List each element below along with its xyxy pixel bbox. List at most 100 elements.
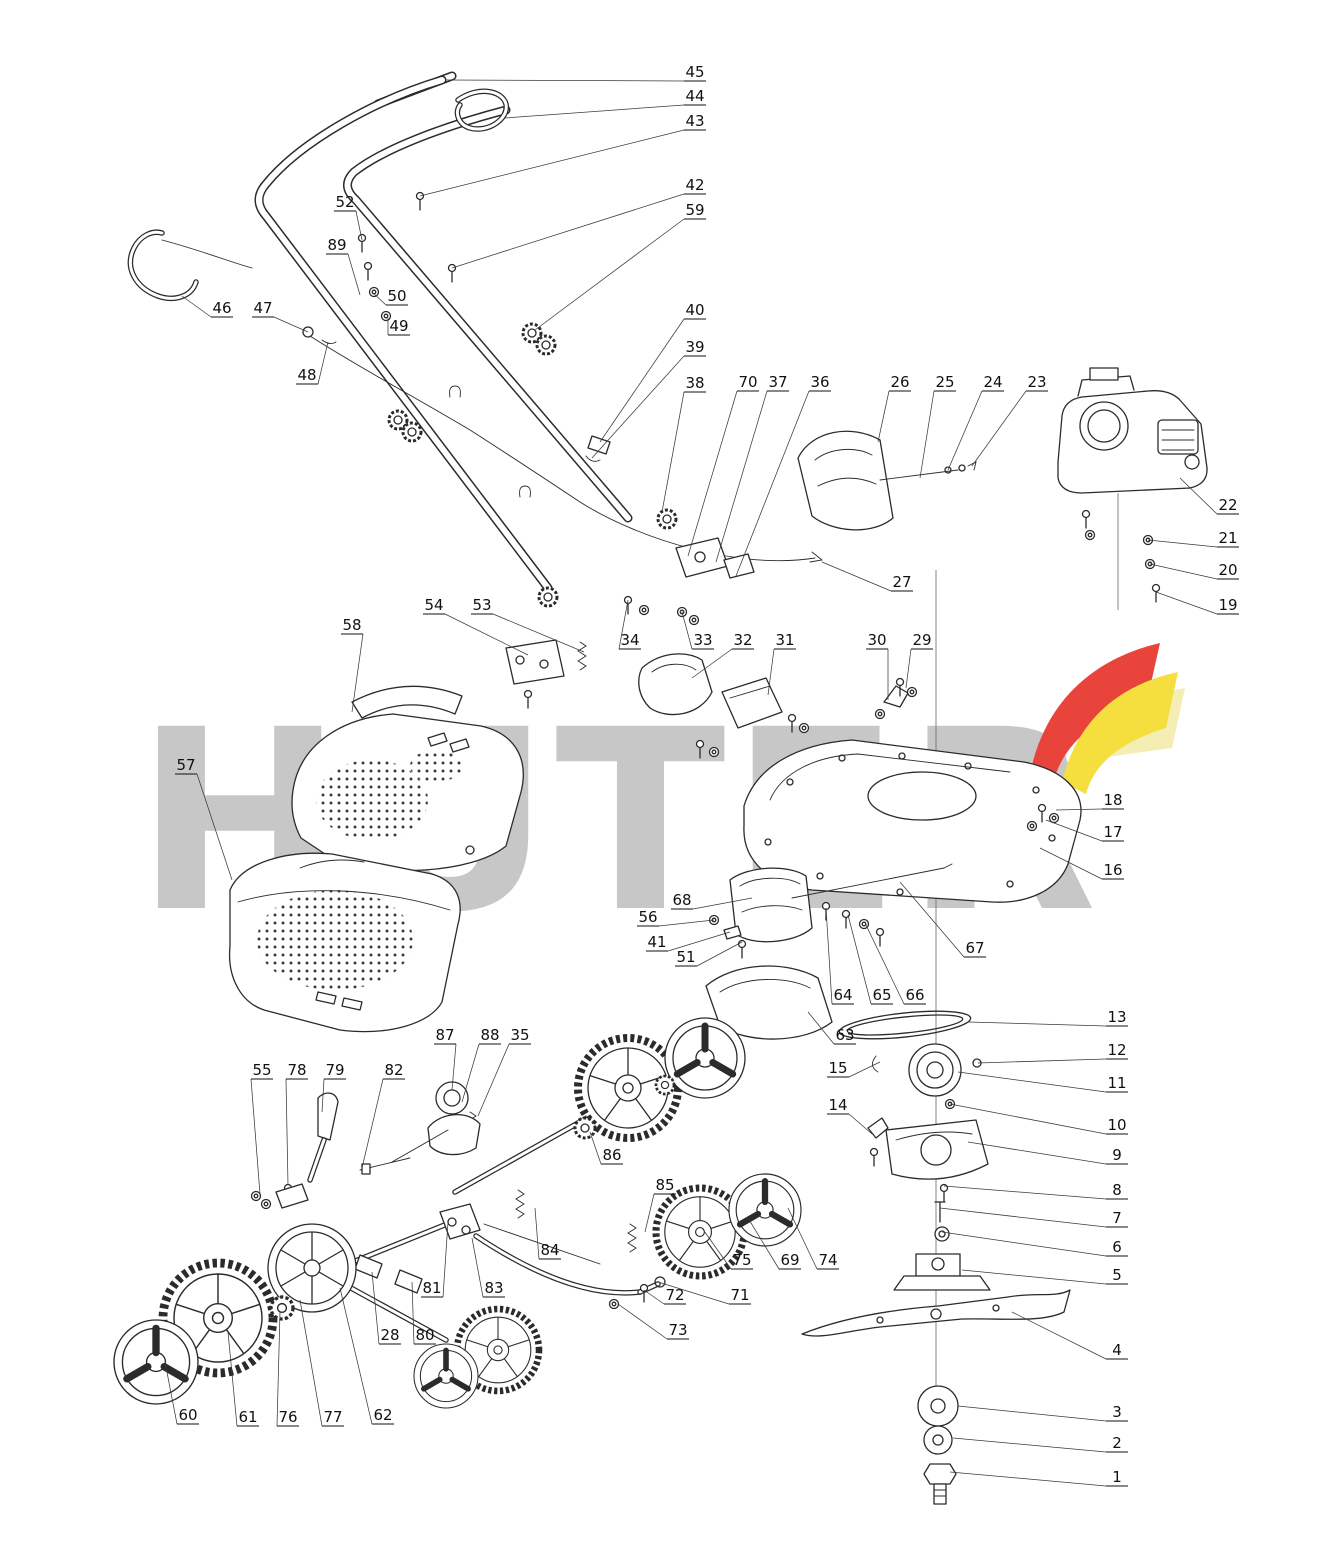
part-label-6: 6	[1112, 1238, 1122, 1256]
leader-line-18	[1055, 808, 1103, 811]
part-label-89: 89	[327, 236, 346, 254]
part-label-31: 31	[775, 631, 794, 649]
leader-line-76	[276, 1311, 281, 1427]
leader-line-16	[1039, 847, 1103, 880]
leader-line-84	[534, 1207, 540, 1260]
part-label-36: 36	[810, 373, 829, 391]
part-label-76: 76	[278, 1408, 297, 1426]
part-label-35: 35	[510, 1026, 529, 1044]
part-label-45: 45	[685, 63, 704, 81]
part-label-57: 57	[176, 756, 195, 774]
part-label-7: 7	[1112, 1209, 1122, 1227]
leader-line-21	[1147, 539, 1218, 548]
leader-line-33	[681, 611, 693, 650]
leader-line-23	[971, 390, 1027, 467]
leader-line-88	[461, 1043, 480, 1103]
leader-line-19	[1155, 591, 1218, 615]
part-label-33: 33	[693, 631, 712, 649]
discharge-deflector	[797, 430, 977, 531]
leader-line-51	[696, 941, 743, 967]
leader-line-14	[848, 1113, 873, 1135]
part-label-17: 17	[1103, 823, 1122, 841]
part-label-41: 41	[647, 933, 666, 951]
part-label-88: 88	[480, 1026, 499, 1044]
leader-line-67	[899, 881, 965, 958]
part-label-25: 25	[935, 373, 954, 391]
part-label-62: 62	[373, 1406, 392, 1424]
leader-line-63	[807, 1011, 835, 1045]
leader-line-13	[967, 1021, 1107, 1027]
part-label-56: 56	[638, 908, 657, 926]
part-label-85: 85	[655, 1176, 674, 1194]
part-label-15: 15	[828, 1059, 847, 1077]
part-label-52: 52	[335, 193, 354, 211]
part-label-12: 12	[1107, 1041, 1126, 1059]
leader-line-57	[196, 773, 233, 881]
leader-line-58	[351, 633, 364, 713]
part-label-55: 55	[252, 1061, 271, 1079]
leader-line-32	[691, 648, 733, 679]
leader-line-22	[1179, 477, 1218, 515]
leader-line-2	[952, 1437, 1107, 1453]
leader-line-73	[617, 1303, 668, 1340]
part-label-59: 59	[685, 201, 704, 219]
part-label-4: 4	[1112, 1341, 1122, 1359]
leader-line-20	[1149, 563, 1218, 580]
part-label-29: 29	[912, 631, 931, 649]
leader-line-36	[735, 390, 810, 577]
part-label-50: 50	[387, 287, 406, 305]
leader-line-1	[949, 1471, 1107, 1487]
leader-line-79	[321, 1078, 325, 1113]
part-label-66: 66	[905, 986, 924, 1004]
part-label-54: 54	[424, 596, 443, 614]
part-label-26: 26	[890, 373, 909, 391]
leader-line-74	[787, 1207, 818, 1270]
part-label-8: 8	[1112, 1181, 1122, 1199]
part-label-49: 49	[389, 317, 408, 335]
part-label-21: 21	[1218, 529, 1237, 547]
part-label-72: 72	[665, 1286, 684, 1304]
leader-line-69	[747, 1217, 780, 1270]
mower-deck	[705, 739, 1082, 1040]
axle-assembly	[250, 1081, 666, 1343]
handle-brackets	[505, 537, 918, 759]
part-label-53: 53	[472, 596, 491, 614]
leader-line-48	[317, 341, 329, 385]
part-label-28: 28	[380, 1326, 399, 1344]
leader-line-6	[941, 1231, 1107, 1257]
leader-line-12	[977, 1058, 1107, 1064]
part-label-2: 2	[1112, 1434, 1122, 1452]
leader-line-28	[371, 1271, 380, 1345]
leader-line-9	[967, 1141, 1107, 1165]
part-label-22: 22	[1218, 496, 1237, 514]
leader-line-37	[715, 390, 768, 563]
leader-line-83	[471, 1237, 484, 1298]
leader-line-86	[589, 1131, 602, 1165]
leader-line-89	[347, 253, 361, 296]
leader-line-53	[492, 613, 585, 653]
part-labels: 1234567891011121314151617181920212223242…	[164, 63, 1239, 1487]
leader-line-10	[949, 1103, 1107, 1135]
leader-line-11	[957, 1071, 1107, 1093]
part-label-81: 81	[422, 1279, 441, 1297]
part-label-83: 83	[484, 1279, 503, 1297]
part-label-68: 68	[672, 891, 691, 909]
leader-line-40	[599, 318, 685, 443]
leader-line-60	[164, 1361, 178, 1425]
leader-line-66	[865, 924, 905, 1005]
leader-line-27	[821, 561, 892, 592]
leader-line-82	[361, 1078, 384, 1169]
leader-line-24	[947, 390, 983, 471]
leader-line-7	[939, 1207, 1107, 1228]
leader-line-72	[643, 1289, 665, 1305]
part-label-51: 51	[676, 948, 695, 966]
leader-line-26	[877, 390, 890, 443]
part-label-10: 10	[1107, 1116, 1126, 1134]
part-label-70: 70	[738, 373, 757, 391]
leader-line-68	[692, 897, 753, 910]
part-label-67: 67	[965, 939, 984, 957]
leader-line-80	[411, 1281, 415, 1345]
part-label-78: 78	[287, 1061, 306, 1079]
part-label-40: 40	[685, 301, 704, 319]
